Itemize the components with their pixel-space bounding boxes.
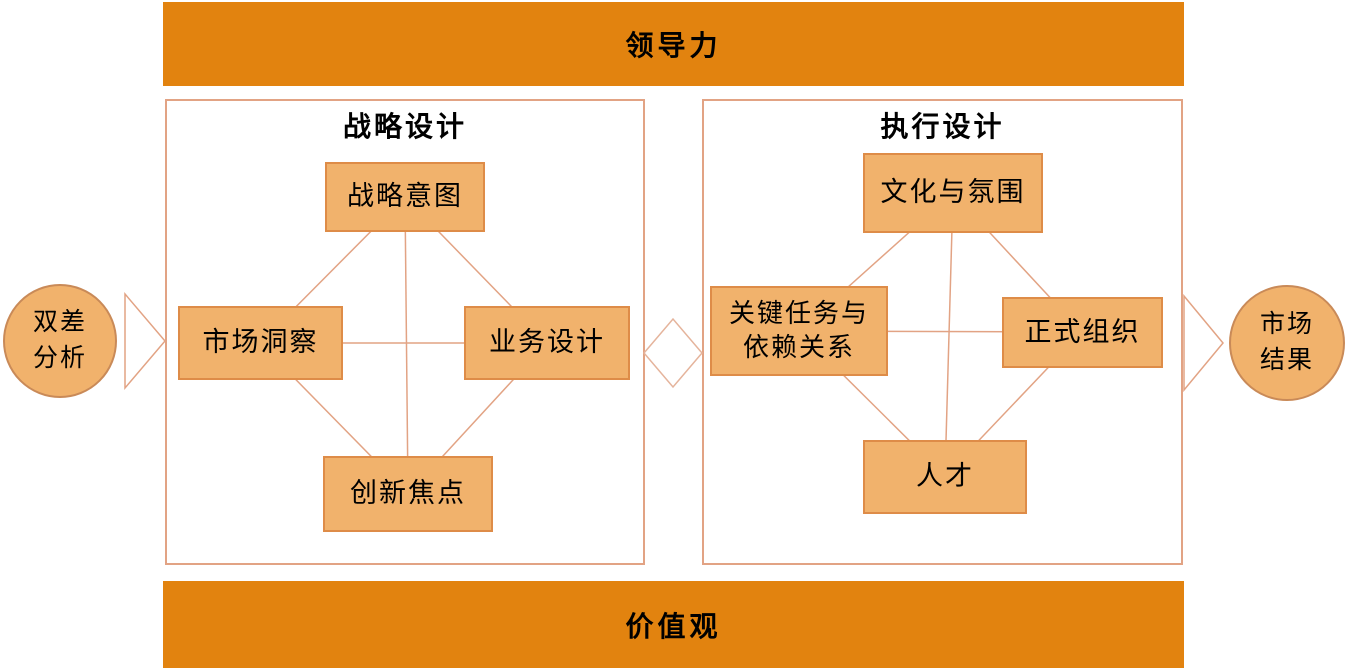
strategy-intent-label: 战略意图 [347, 181, 463, 212]
leadership-bar: 领导力 [163, 2, 1184, 86]
market-results-label-line1: 市场 [1259, 310, 1314, 338]
innovation-focus-label: 创新焦点 [350, 478, 466, 509]
strategy-intent-box: 战略意图 [325, 162, 485, 232]
market-results-label-line2: 结果 [1259, 347, 1314, 374]
leadership-label: 领导力 [625, 31, 722, 62]
center-diamond-connector [643, 317, 703, 389]
right-arrow-chevron [1183, 293, 1224, 393]
execution-design-title: 执行设计 [880, 112, 1005, 143]
formal-organization-box: 正式组织 [1002, 297, 1163, 368]
innovation-focus-box: 创新焦点 [323, 456, 493, 532]
business-design-label: 业务设计 [489, 327, 605, 358]
talent-box: 人才 [863, 440, 1027, 514]
market-insight-box: 市场洞察 [178, 306, 343, 380]
key-tasks-label-line1: 关键任务与 [728, 299, 869, 329]
market-insight-label: 市场洞察 [202, 327, 319, 358]
culture-atmosphere-box: 文化与氛围 [863, 153, 1043, 233]
values-label: 价值观 [625, 611, 722, 643]
market-results-circle: 市场 结果 [1229, 285, 1345, 401]
talent-label: 人才 [916, 461, 974, 492]
gap-analysis-label-line2: 分析 [32, 345, 87, 372]
business-design-box: 业务设计 [464, 306, 630, 380]
key-tasks-dependencies-box: 关键任务与 依赖关系 [710, 286, 888, 376]
values-bar: 价值观 [163, 581, 1184, 668]
gap-analysis-label-line1: 双差 [32, 308, 87, 336]
left-arrow-chevron [124, 291, 166, 391]
formal-organization-label: 正式组织 [1024, 316, 1141, 347]
strategy-design-title: 战略设计 [342, 112, 467, 143]
key-tasks-label-line2: 依赖关系 [742, 333, 855, 362]
gap-analysis-circle: 双差 分析 [3, 284, 117, 398]
culture-atmosphere-label: 文化与氛围 [880, 177, 1026, 208]
